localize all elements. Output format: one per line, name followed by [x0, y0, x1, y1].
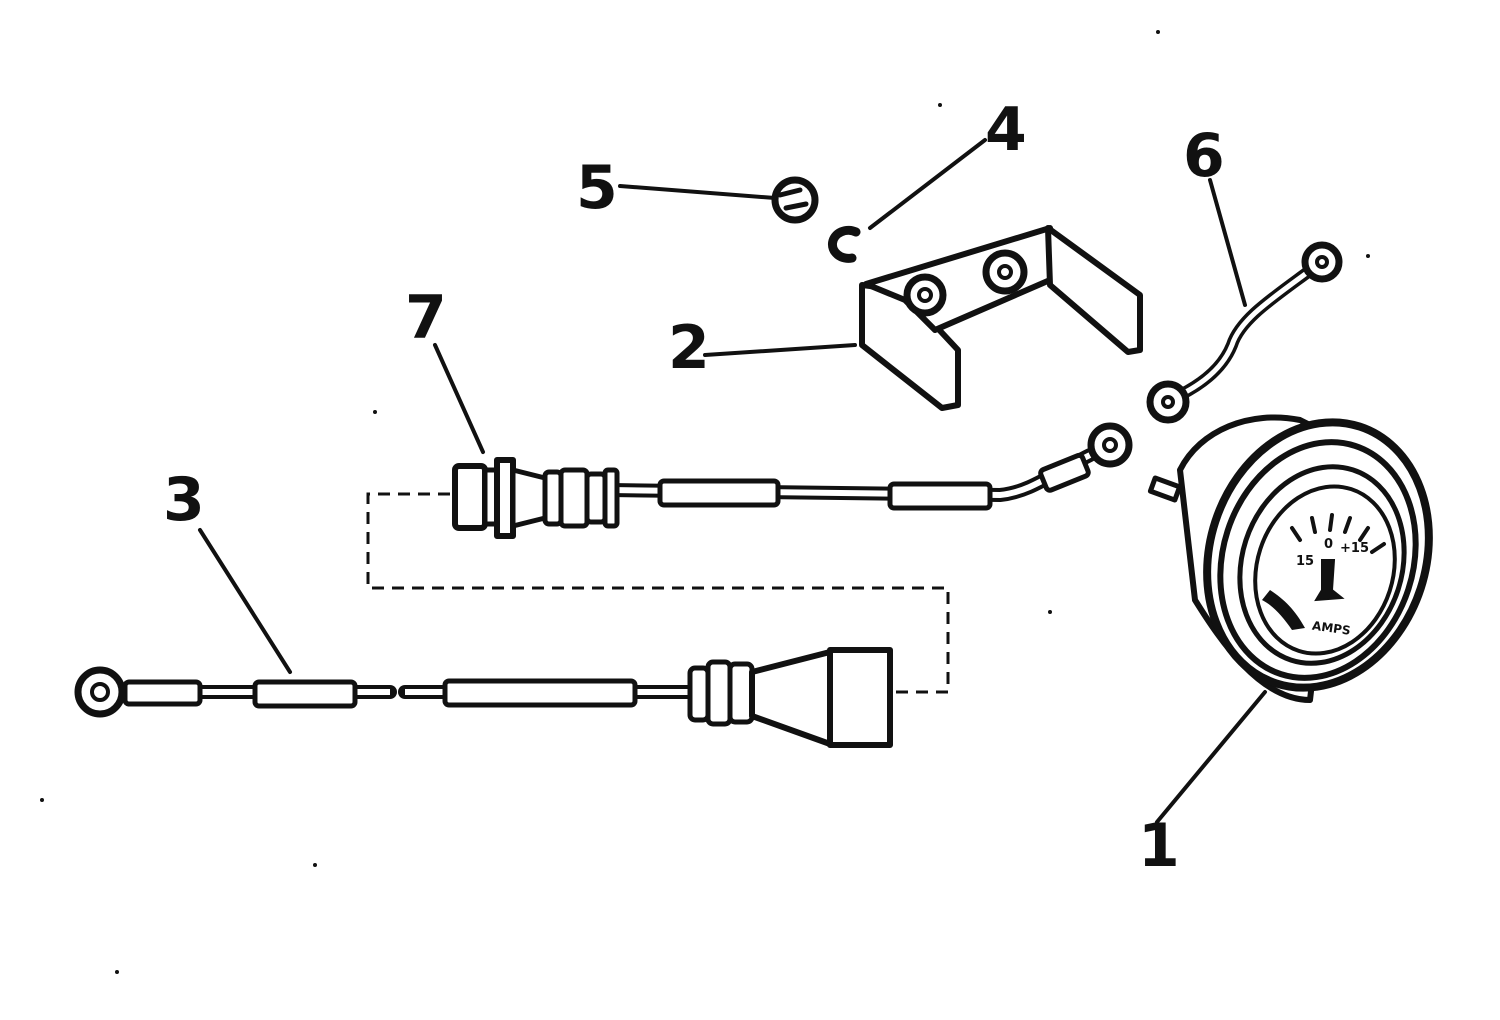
- gauge-needle: [1314, 559, 1345, 602]
- callout-3: 3: [163, 465, 205, 535]
- callout-5: 5: [576, 153, 618, 223]
- connection-dashed-line: [366, 492, 950, 694]
- part-5-nut: [771, 176, 819, 224]
- gauge-center-mark: 0: [1324, 537, 1333, 552]
- callout-2: 2: [668, 313, 710, 383]
- callout-6: 6: [1183, 121, 1225, 191]
- scan-specks: [40, 30, 1370, 974]
- part-2-mounting-bracket: [859, 225, 1143, 411]
- gauge-right-mark: +15: [1340, 541, 1369, 556]
- callout-7: 7: [405, 283, 447, 353]
- gauge-tick-marks: [1290, 513, 1386, 554]
- gauge-unit: AMPS: [1311, 619, 1351, 638]
- part-1-ammeter-gauge: 15 0 +15 AMPS: [1147, 414, 1433, 703]
- part-3-gauge-lead: [74, 647, 893, 748]
- callout-4: 4: [985, 95, 1027, 165]
- part-4-lock-washer: [827, 225, 861, 263]
- callout-labels: 1 2 3 4 5 6 7: [163, 95, 1225, 881]
- leader-lines: [198, 138, 1267, 824]
- part-7-sender-wire: [452, 422, 1133, 539]
- part-6-jumper-lead: [1146, 241, 1343, 424]
- gauge-left-mark: 15: [1296, 554, 1314, 569]
- callout-1: 1: [1138, 811, 1180, 881]
